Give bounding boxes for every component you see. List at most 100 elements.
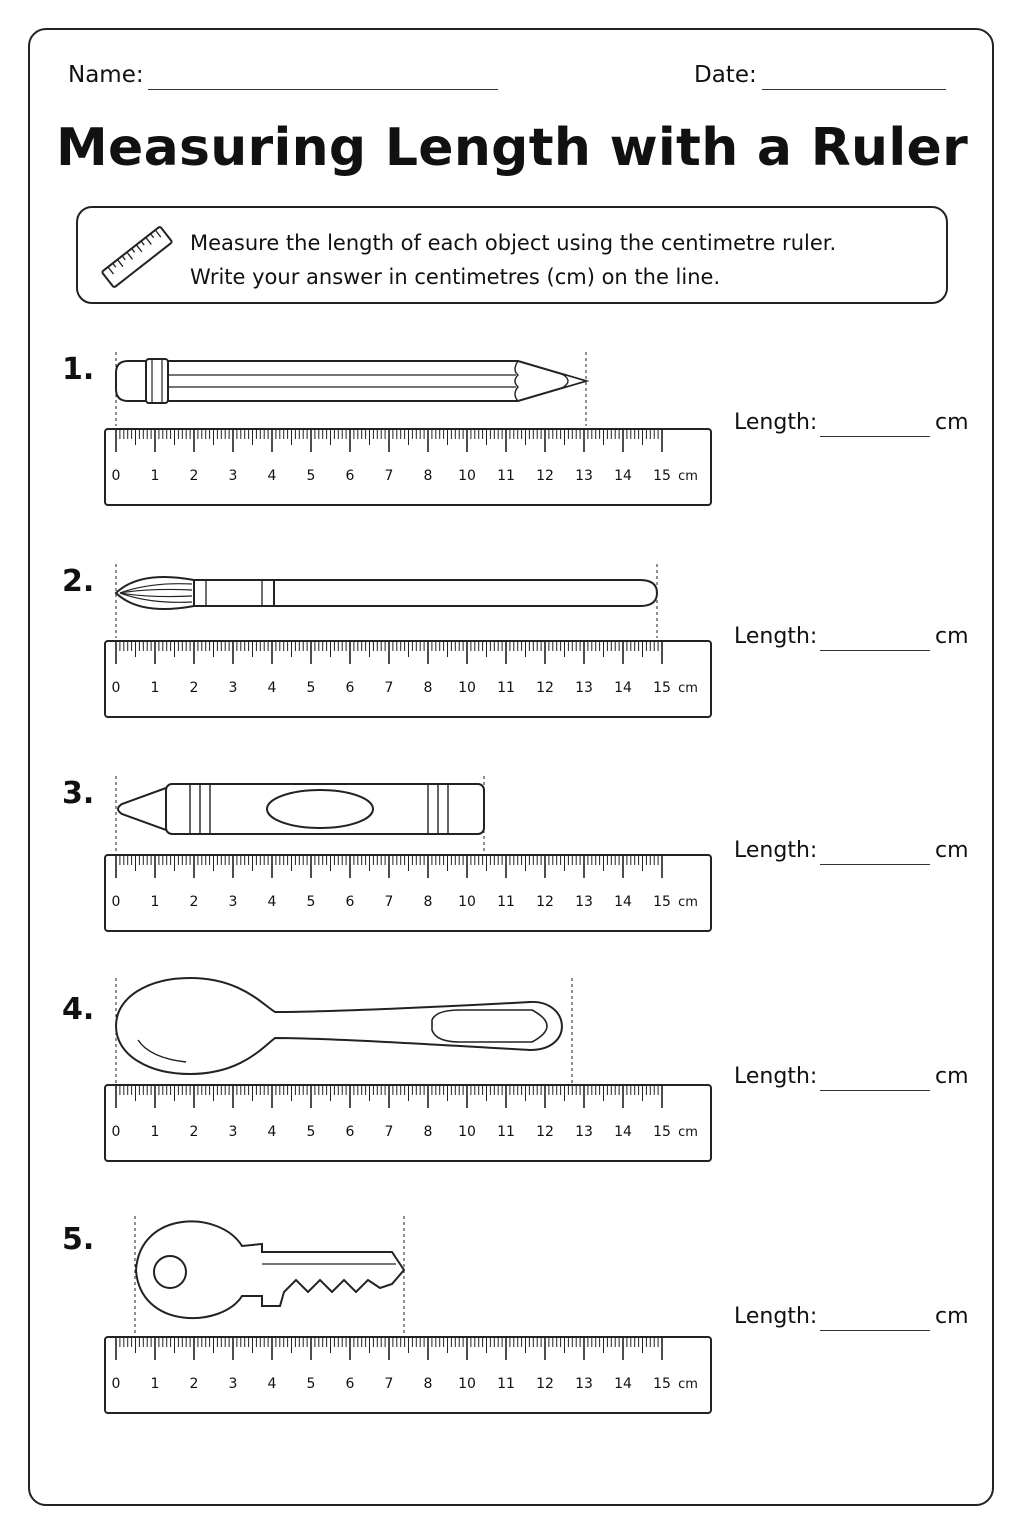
ruler-tick-label: 3 — [229, 468, 238, 484]
ruler-tick-label: 11 — [497, 1124, 515, 1140]
ruler-tick-label: 11 — [497, 894, 515, 910]
ruler-tick-label: 1 — [151, 468, 160, 484]
ruler-tick-label: 8 — [424, 468, 433, 484]
ruler-tick-label: 14 — [614, 1124, 632, 1140]
instructions-box: Measure the length of each object using … — [76, 206, 948, 304]
length-label: Length: — [734, 1304, 818, 1329]
ruler-tick-label: 6 — [346, 1124, 355, 1140]
length-label: Length: — [734, 838, 818, 863]
ruler-tick-label: 2 — [190, 680, 199, 696]
ruler-ticks — [115, 430, 663, 452]
ruler-tick-label: 2 — [190, 1124, 199, 1140]
ruler-tick-label: 4 — [268, 894, 277, 910]
length-unit: cm — [935, 624, 969, 649]
ruler-tick-label: 10 — [458, 680, 476, 696]
ruler-tick-label: 14 — [614, 468, 632, 484]
ruler-tick-label: 10 — [458, 468, 476, 484]
item-number: 1. — [62, 352, 95, 387]
length-answer-field[interactable] — [820, 1090, 930, 1091]
ruler-tick-label: 3 — [229, 1376, 238, 1392]
ruler-unit-label: cm — [678, 1125, 698, 1140]
ruler-tick-label: 15 — [653, 1124, 671, 1140]
ruler-tick-label: 0 — [112, 1376, 121, 1392]
key-icon — [134, 1216, 406, 1336]
ruler-tick-label: 5 — [307, 680, 316, 696]
item-number: 4. — [62, 992, 95, 1027]
ruler-tick-label: 11 — [497, 1376, 515, 1392]
length-answer-field[interactable] — [820, 1330, 930, 1331]
ruler-tick-label: 13 — [575, 1124, 593, 1140]
ruler-tick-label: 11 — [497, 468, 515, 484]
ruler-tick-label: 3 — [229, 680, 238, 696]
ruler-tick-label: 15 — [653, 894, 671, 910]
name-field[interactable] — [148, 89, 498, 90]
length-unit: cm — [935, 1304, 969, 1329]
ruler-body — [104, 640, 712, 718]
ruler-tick-label: 5 — [307, 1124, 316, 1140]
length-answer-field[interactable] — [820, 650, 930, 651]
ruler-tick-label: 6 — [346, 1376, 355, 1392]
name-label: Name: — [68, 62, 144, 88]
ruler-tick-label: 1 — [151, 1376, 160, 1392]
ruler-tick-label: 8 — [424, 680, 433, 696]
ruler-tick-label: 15 — [653, 680, 671, 696]
spoon-icon — [114, 976, 573, 1084]
ruler-tick-label: 4 — [268, 680, 277, 696]
page-title: Measuring Length with a Ruler — [55, 118, 969, 178]
ruler-tick-label: 8 — [424, 1376, 433, 1392]
length-answer-field[interactable] — [820, 436, 930, 437]
ruler-tick-label: 6 — [346, 680, 355, 696]
ruler-tick-label: 12 — [536, 680, 554, 696]
ruler-tick-label: 10 — [458, 1124, 476, 1140]
length-answer-field[interactable] — [820, 864, 930, 865]
ruler-tick-label: 13 — [575, 468, 593, 484]
ruler-tick-label: 3 — [229, 1124, 238, 1140]
ruler-tick-label: 3 — [229, 894, 238, 910]
ruler-tick-label: 7 — [385, 1124, 394, 1140]
ruler-tick-label: 0 — [112, 894, 121, 910]
pencil-icon — [115, 352, 590, 426]
ruler-tick-label: 8 — [424, 894, 433, 910]
ruler-tick-label: 11 — [497, 680, 515, 696]
ruler-unit-label: cm — [678, 469, 698, 484]
ruler-tick-label: 2 — [190, 1376, 199, 1392]
ruler-tick-label: 2 — [190, 894, 199, 910]
length-unit: cm — [935, 410, 969, 435]
ruler-tick-label: 12 — [536, 1124, 554, 1140]
instruction-line-2: Write your answer in centimetres (cm) on… — [190, 265, 721, 289]
ruler-ticks — [115, 856, 663, 878]
ruler-tick-label: 1 — [151, 1124, 160, 1140]
ruler-tick-label: 5 — [307, 1376, 316, 1392]
ruler-tick-label: 12 — [536, 894, 554, 910]
ruler-tick-label: 10 — [458, 894, 476, 910]
paintbrush-icon — [114, 564, 659, 638]
ruler-tick-label: 7 — [385, 894, 394, 910]
ruler-tick-label: 0 — [112, 680, 121, 696]
ruler-body — [104, 1084, 712, 1162]
item-number: 2. — [62, 564, 95, 599]
ruler-tick-label: 15 — [653, 1376, 671, 1392]
length-unit: cm — [935, 1064, 969, 1089]
ruler-unit-label: cm — [678, 1377, 698, 1392]
worksheet-border — [28, 28, 994, 1506]
ruler-tick-label: 4 — [268, 1124, 277, 1140]
ruler-tick-label: 0 — [112, 468, 121, 484]
item-number: 5. — [62, 1222, 95, 1257]
length-unit: cm — [935, 838, 969, 863]
ruler-body — [104, 428, 712, 506]
length-label: Length: — [734, 1064, 818, 1089]
ruler-tick-label: 6 — [346, 894, 355, 910]
ruler-tick-label: 2 — [190, 468, 199, 484]
ruler-tick-label: 12 — [536, 468, 554, 484]
ruler-ticks — [115, 1086, 663, 1108]
ruler-body — [104, 854, 712, 932]
ruler-tick-label: 15 — [653, 468, 671, 484]
ruler-tick-label: 4 — [268, 1376, 277, 1392]
ruler-ticks — [115, 1338, 663, 1360]
date-field[interactable] — [762, 89, 946, 90]
